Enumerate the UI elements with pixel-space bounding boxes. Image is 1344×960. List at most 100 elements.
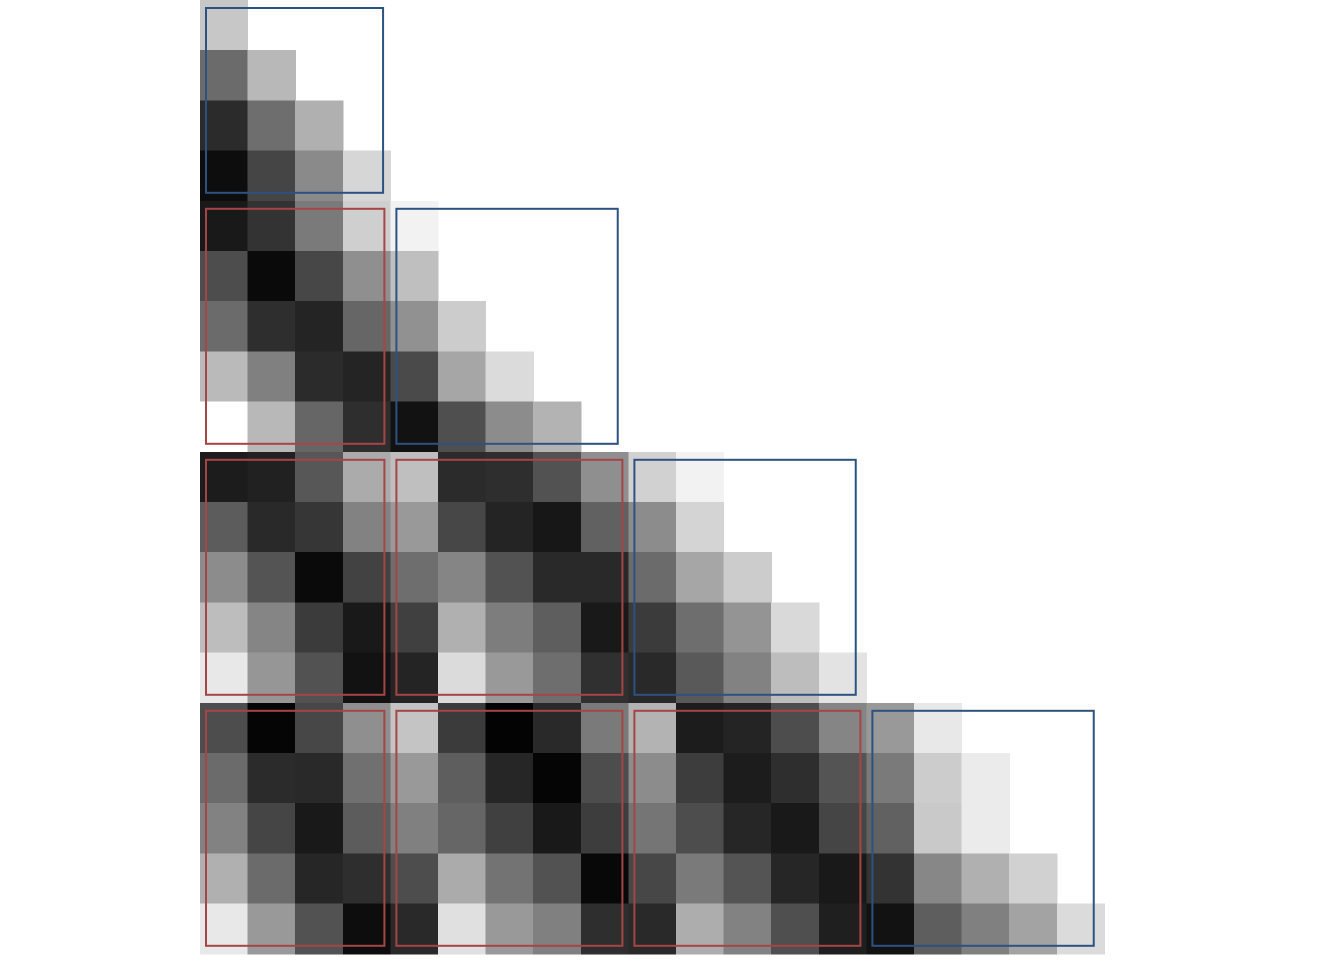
matrix-cell-r16-c6 (485, 803, 534, 854)
off-diagonal-block-outline-1-0 (205, 207, 386, 445)
matrix-cell-r11-c7 (533, 552, 582, 603)
matrix-cell-r11-c10 (676, 552, 725, 603)
matrix-cell-r11-c4 (390, 552, 439, 603)
matrix-cell-r16-c7 (533, 803, 582, 854)
matrix-cell-r16-c0 (200, 803, 249, 854)
matrix-cell-r16-c8 (580, 803, 629, 854)
matrix-cell-r17-c9 (628, 853, 677, 905)
matrix-cell-r15-c13 (818, 753, 867, 804)
matrix-cell-r16-c3 (342, 803, 391, 854)
diagonal-block-outline-3-3 (871, 709, 1095, 947)
matrix-cell-r7-c0 (200, 351, 249, 403)
matrix-cell-r11-c2 (295, 552, 344, 603)
matrix-cell-r17-c0 (200, 853, 249, 905)
matrix-cell-r6-c2 (295, 301, 344, 352)
matrix-cell-r15-c15 (914, 753, 963, 804)
matrix-cell-r12-c6 (485, 602, 534, 654)
matrix-cell-r16-c10 (676, 803, 725, 854)
matrix-cell-r11-c11 (723, 552, 772, 603)
matrix-cell-r17-c14 (866, 853, 915, 905)
matrix-cell-r15-c9 (628, 753, 677, 804)
off-diagonal-block-outline-2-1 (395, 458, 624, 696)
matrix-cell-r16-c5 (438, 803, 487, 854)
matrix-cell-r11-c1 (247, 552, 296, 603)
matrix-cell-r17-c8 (580, 853, 629, 905)
matrix-cell-r15-c1 (247, 753, 296, 804)
matrix-cell-r6-c4 (390, 301, 439, 352)
matrix-cell-r7-c1 (247, 351, 296, 403)
matrix-cell-r2-c1 (247, 100, 296, 152)
matrix-cell-r15-c10 (676, 753, 725, 804)
matrix-cell-r16-c15 (914, 803, 963, 854)
matrix-cell-r15-c11 (723, 753, 772, 804)
matrix-cell-r17-c1 (247, 853, 296, 905)
matrix-cell-r16-c12 (771, 803, 820, 854)
matrix-cell-r16-c1 (247, 803, 296, 854)
matrix-cell-r16-c13 (818, 803, 867, 854)
matrix-cell-r15-c7 (533, 753, 582, 804)
matrix-cell-r2-c2 (295, 100, 344, 152)
matrix-cell-r15-c5 (438, 753, 487, 804)
matrix-cell-r6-c1 (247, 301, 296, 352)
matrix-cell-r17-c11 (723, 853, 772, 905)
matrix-cell-r17-c3 (342, 853, 391, 905)
matrix-cell-r12-c2 (295, 602, 344, 654)
matrix-cell-r17-c2 (295, 853, 344, 905)
matrix-cell-r7-c4 (390, 351, 439, 403)
block-outlines (205, 7, 1095, 947)
matrix-cell-r6-c5 (438, 301, 487, 352)
diagonal-block-outline-2-2 (633, 458, 857, 696)
matrix-cell-r7-c6 (485, 351, 534, 403)
off-diagonal-block-outline-3-0 (205, 709, 386, 947)
matrix-cell-r10-c5 (438, 502, 487, 553)
matrix-cell-r15-c0 (200, 753, 249, 804)
matrix-cell-r16-c2 (295, 803, 344, 854)
matrix-cell-r12-c0 (200, 602, 249, 654)
matrix-cell-r16-c16 (961, 803, 1010, 854)
matrix-cell-r15-c3 (342, 753, 391, 804)
matrix-cell-r5-c0 (200, 251, 249, 302)
matrix-cell-r17-c13 (818, 853, 867, 905)
matrix-cell-r10-c3 (342, 502, 391, 553)
matrix-cell-r10-c7 (533, 502, 582, 553)
diagonal-block-outline-1-1 (395, 207, 619, 445)
matrix-cell-r17-c17 (1009, 853, 1058, 905)
off-diagonal-block-outline-3-1 (395, 709, 624, 947)
matrix-cell-r5-c4 (390, 251, 439, 302)
matrix-cell-r17-c10 (676, 853, 725, 905)
matrix-cell-r17-c12 (771, 853, 820, 905)
matrix-cell-r17-c7 (533, 853, 582, 905)
matrix-cells (200, 0, 1105, 955)
matrix-cell-r12-c8 (580, 602, 629, 654)
matrix-cell-r12-c5 (438, 602, 487, 654)
matrix-cell-r10-c4 (390, 502, 439, 553)
matrix-cell-r12-c12 (771, 602, 820, 654)
matrix-cell-r1-c1 (247, 50, 296, 101)
matrix-cell-r1-c0 (200, 50, 249, 101)
matrix-cell-r7-c5 (438, 351, 487, 403)
matrix-cell-r12-c10 (676, 602, 725, 654)
off-diagonal-block-outline-2-0 (205, 458, 386, 696)
matrix-cell-r15-c12 (771, 753, 820, 804)
matrix-cell-r12-c7 (533, 602, 582, 654)
matrix-cell-r10-c9 (628, 502, 677, 553)
matrix-cell-r17-c5 (438, 853, 487, 905)
matrix-cell-r11-c5 (438, 552, 487, 603)
off-diagonal-block-outline-3-2 (633, 709, 862, 947)
matrix-cell-r10-c8 (580, 502, 629, 553)
matrix-cell-r6-c3 (342, 301, 391, 352)
matrix-cell-r5-c3 (342, 251, 391, 302)
matrix-cell-r5-c1 (247, 251, 296, 302)
matrix-cell-r16-c4 (390, 803, 439, 854)
matrix-cell-r10-c2 (295, 502, 344, 553)
matrix-cell-r12-c3 (342, 602, 391, 654)
matrix-cell-r11-c3 (342, 552, 391, 603)
matrix-cell-r15-c8 (580, 753, 629, 804)
matrix-cell-r10-c1 (247, 502, 296, 553)
matrix-cell-r11-c8 (580, 552, 629, 603)
matrix-cell-r10-c10 (676, 502, 725, 553)
matrix-cell-r11-c9 (628, 552, 677, 603)
matrix-cell-r16-c14 (866, 803, 915, 854)
matrix-cell-r2-c0 (200, 100, 249, 152)
